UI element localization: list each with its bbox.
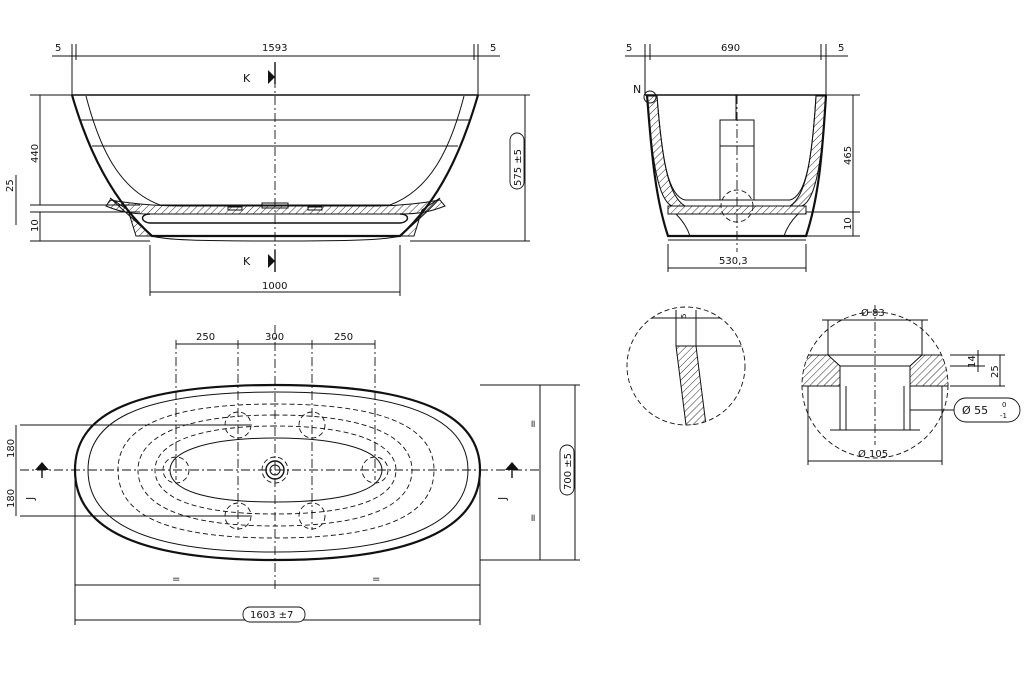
plan-section-marker-left: J xyxy=(24,497,37,501)
front-edge-left-dim: 5 xyxy=(55,43,61,54)
side-width-dim: 690 xyxy=(721,43,740,54)
side-bottom-gap-dim: 10 xyxy=(843,217,854,230)
plan-width-dim: 700 ±5 xyxy=(563,453,574,490)
detail-n: 5 xyxy=(626,306,746,426)
front-section-marker-bottom: K xyxy=(243,255,251,268)
drain-hole-tol-lower: -1 xyxy=(1000,412,1007,420)
side-view: N 5 690 5 465 10 530,3 xyxy=(625,43,860,272)
plan-equal-mark-lower: = xyxy=(528,514,539,522)
front-base-step-dim: 25 xyxy=(5,179,16,192)
plan-spacing-right-dim: 250 xyxy=(334,332,353,343)
plan-spacing-mid-dim: 300 xyxy=(265,332,284,343)
drain-hole-tol-upper: 0 xyxy=(1002,401,1006,409)
front-edge-right-dim: 5 xyxy=(490,43,496,54)
side-detail-marker: N xyxy=(633,83,641,96)
drain-outer-diameter-dim: Ø 105 xyxy=(858,448,888,460)
plan-equal-mark-left: = xyxy=(172,574,180,585)
detail-drain: Ø 83 14 25 Ø 55 0 -1 Ø 105 xyxy=(801,305,1021,465)
plan-length-dim: 1603 ±7 xyxy=(250,610,293,621)
plan-equal-mark-upper: = xyxy=(528,420,539,428)
front-rim-height-dim: 440 xyxy=(30,144,41,163)
side-base-width-dim: 530,3 xyxy=(719,256,748,267)
plan-half-upper-dim: 180 xyxy=(6,439,17,458)
drain-hole-diameter-dim: Ø 55 xyxy=(962,404,988,417)
front-total-height-dim: 575 ±5 xyxy=(513,149,524,186)
detail-n-rim-dim: 5 xyxy=(680,314,688,318)
plan-half-lower-dim: 180 xyxy=(6,489,17,508)
front-overall-width-dim: 1593 xyxy=(262,43,287,54)
drain-flange-height-dim: 14 xyxy=(967,355,978,368)
drain-top-diameter-dim: Ø 83 xyxy=(861,307,885,319)
plan-equal-mark-right: = xyxy=(372,574,380,585)
front-section-marker-top: K xyxy=(243,72,251,85)
plan-view: J J 250 300 250 180 180 = = 700 ±5 = = 1… xyxy=(6,325,580,625)
side-height-dim: 465 xyxy=(843,146,854,165)
front-base-width-dim: 1000 xyxy=(262,281,287,292)
plan-section-marker-right: J xyxy=(496,497,509,501)
front-bottom-gap-dim: 10 xyxy=(30,219,41,232)
drain-depth-dim: 25 xyxy=(990,365,1001,378)
side-edge-left-dim: 5 xyxy=(626,43,632,54)
plan-spacing-left-dim: 250 xyxy=(196,332,215,343)
side-edge-right-dim: 5 xyxy=(838,43,844,54)
front-view: K K 5 1593 5 440 25 10 575 ±5 1000 xyxy=(5,43,530,296)
